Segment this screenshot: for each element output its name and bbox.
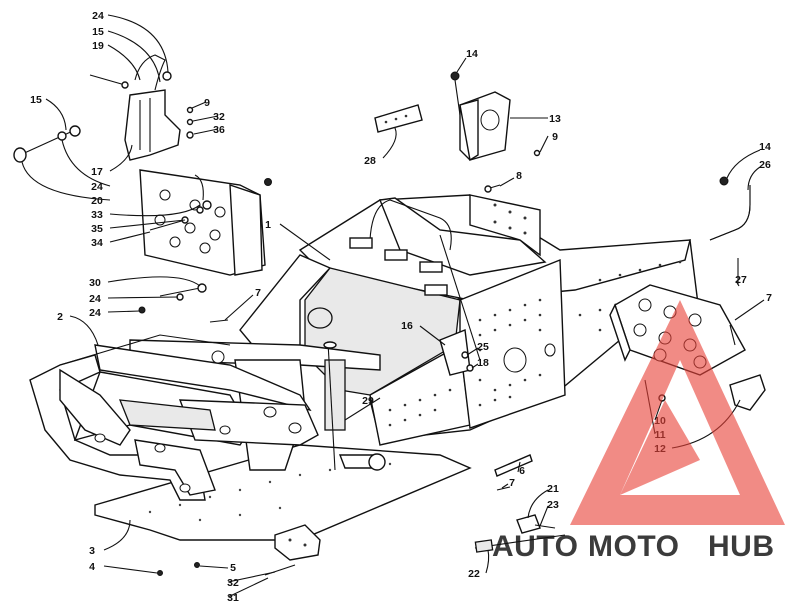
callout-32: 32 bbox=[213, 111, 225, 123]
callout-23: 23 bbox=[547, 499, 559, 511]
callout-33: 33 bbox=[91, 209, 103, 221]
callout-15: 15 bbox=[92, 26, 104, 38]
callout-20: 20 bbox=[91, 195, 103, 207]
callout-18: 18 bbox=[477, 357, 489, 369]
tower-bracket bbox=[374, 71, 541, 162]
watermark-brand-moto: MOTO bbox=[588, 530, 679, 563]
callout-29: 29 bbox=[362, 395, 374, 407]
callout-30: 30 bbox=[89, 277, 101, 289]
callout-35: 35 bbox=[91, 223, 103, 235]
callout-9: 9 bbox=[552, 131, 558, 143]
callout-27: 27 bbox=[735, 274, 747, 286]
callout-24: 24 bbox=[91, 181, 103, 193]
callout-4: 4 bbox=[89, 561, 95, 573]
callout-24: 24 bbox=[92, 10, 104, 22]
callout-5: 5 bbox=[230, 562, 236, 574]
leader-lines bbox=[21, 14, 765, 598]
front-suspension-frame bbox=[29, 334, 319, 501]
callout-34: 34 bbox=[91, 237, 103, 249]
callout-14: 14 bbox=[759, 141, 771, 153]
callout-6: 6 bbox=[519, 465, 525, 477]
callout-24: 24 bbox=[89, 307, 101, 319]
callout-26: 26 bbox=[759, 159, 771, 171]
callout-36: 36 bbox=[213, 124, 225, 136]
callout-24: 24 bbox=[89, 293, 101, 305]
watermark-logo: AUTO MOTO HUB bbox=[492, 300, 785, 563]
callout-14: 14 bbox=[466, 48, 478, 60]
callout-2: 2 bbox=[57, 311, 63, 323]
watermark-triangle-icon bbox=[570, 300, 785, 525]
callout-31: 31 bbox=[227, 592, 239, 604]
callout-13: 13 bbox=[549, 113, 561, 125]
handlebar-bracket-assembly bbox=[13, 54, 272, 276]
callout-1: 1 bbox=[265, 219, 271, 231]
callout-28: 28 bbox=[364, 155, 376, 167]
watermark-brand-hub: HUB bbox=[708, 530, 775, 563]
callout-17: 17 bbox=[91, 166, 103, 178]
callout-8: 8 bbox=[516, 170, 522, 182]
callout-21: 21 bbox=[547, 483, 559, 495]
callout-25: 25 bbox=[477, 341, 489, 353]
callout-9: 9 bbox=[204, 97, 210, 109]
callout-7: 7 bbox=[509, 477, 515, 489]
callout-3: 3 bbox=[89, 545, 95, 557]
callout-7: 7 bbox=[766, 292, 772, 304]
watermark-brand-auto: AUTO bbox=[492, 530, 578, 563]
callout-7: 7 bbox=[255, 287, 261, 299]
callout-22: 22 bbox=[468, 568, 480, 580]
callout-16: 16 bbox=[401, 320, 413, 332]
callout-19: 19 bbox=[92, 40, 104, 52]
main-chassis bbox=[129, 194, 701, 471]
callout-32: 32 bbox=[227, 577, 239, 589]
callout-15: 15 bbox=[30, 94, 42, 106]
